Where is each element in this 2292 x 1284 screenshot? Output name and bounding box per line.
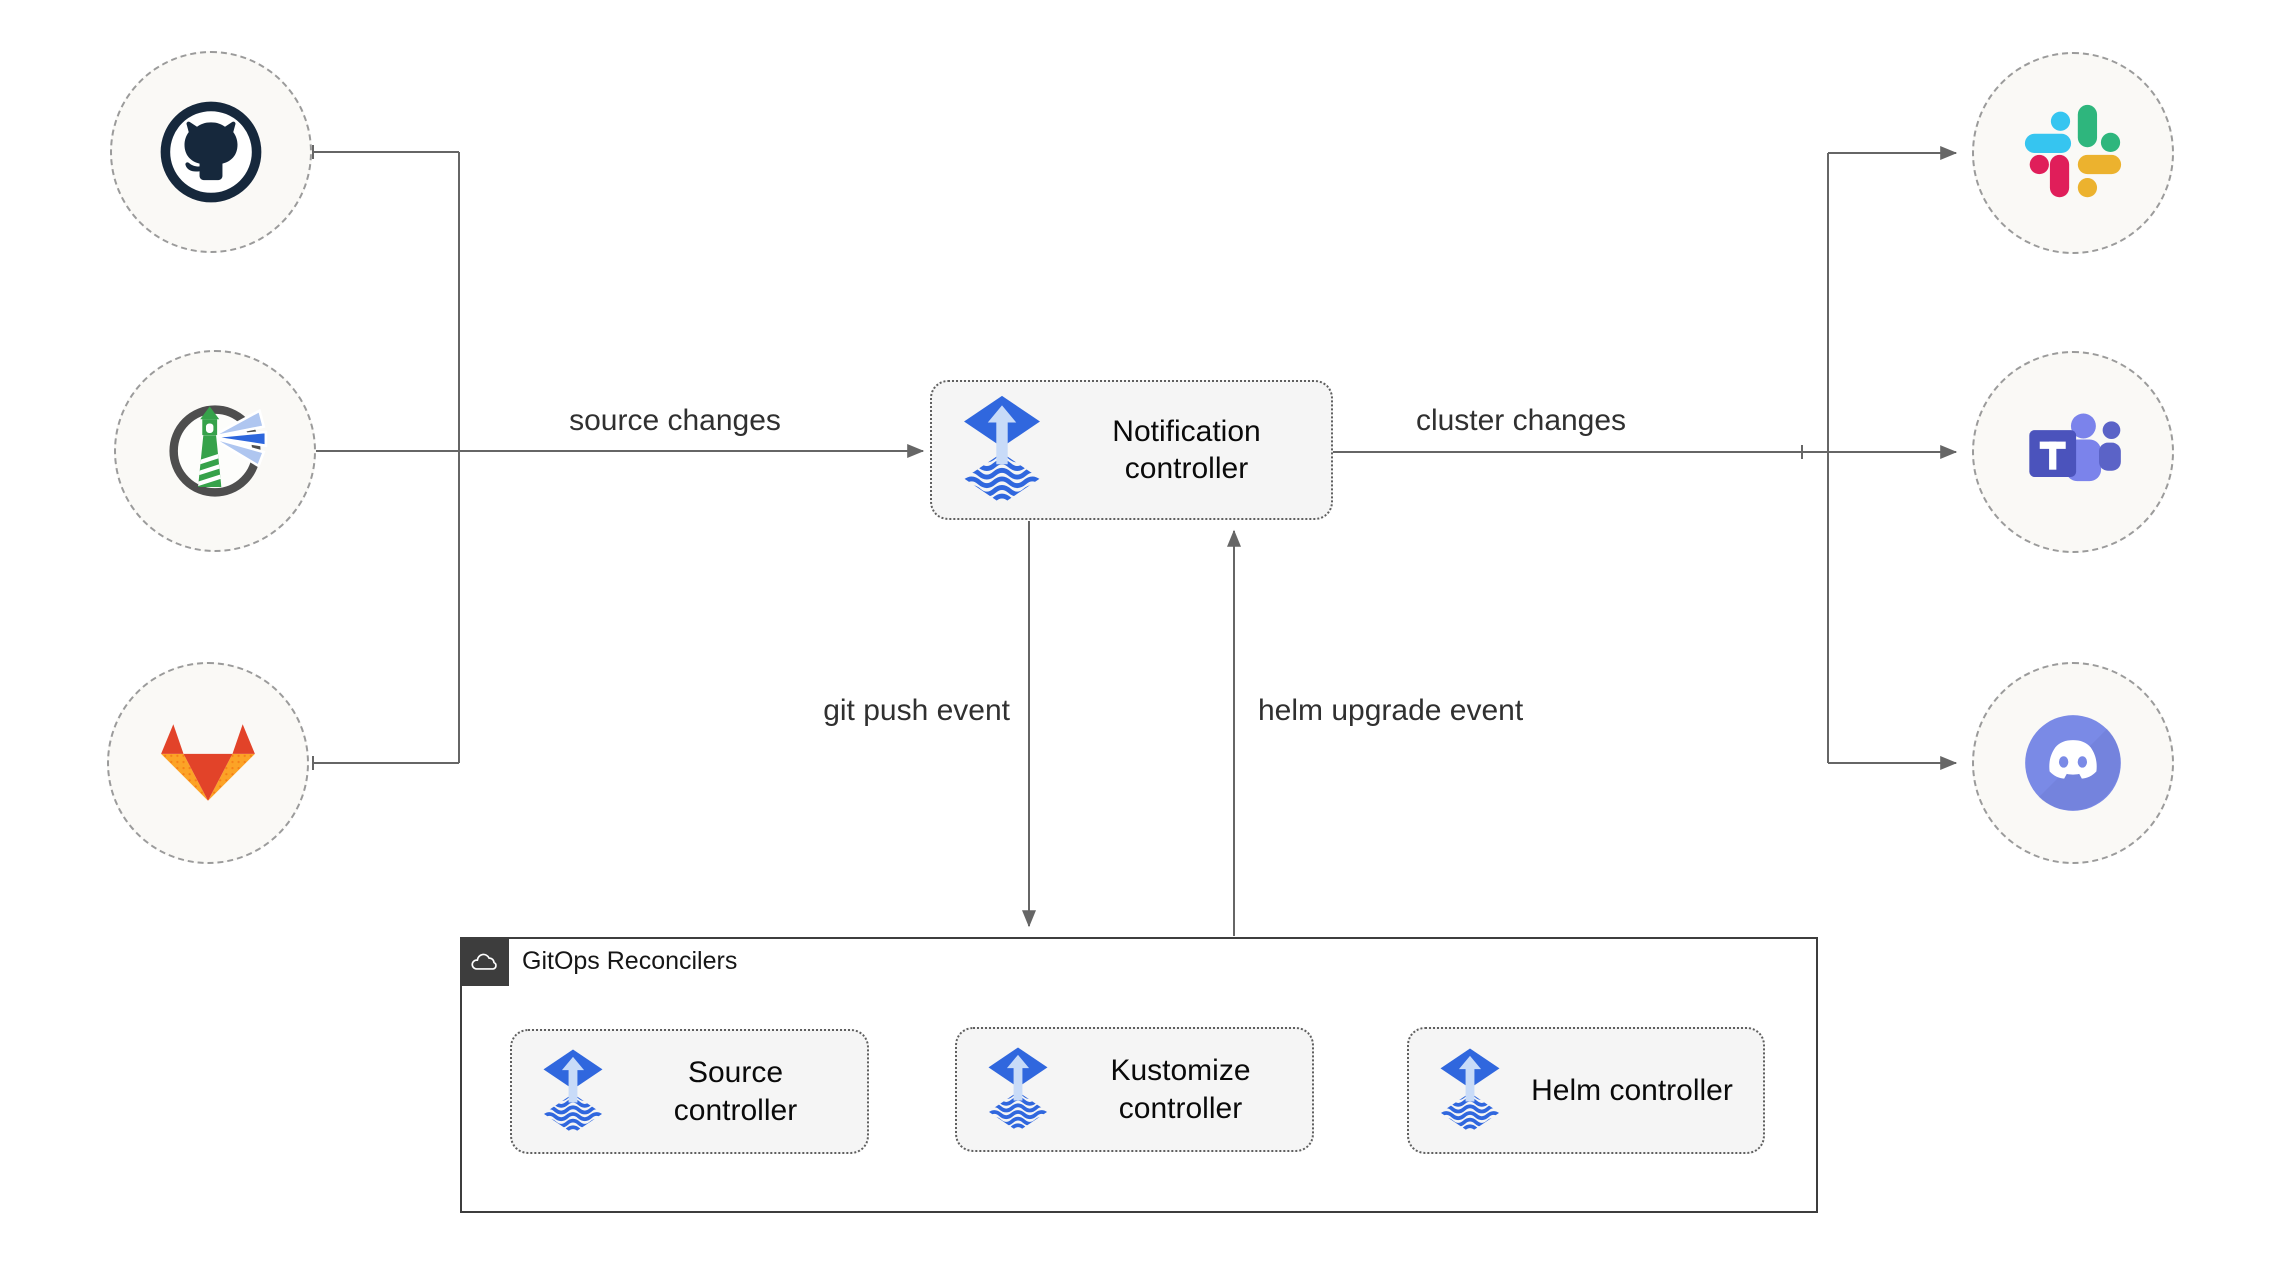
- flux-icon: [988, 1047, 1048, 1132]
- discord-node: [1972, 662, 2174, 864]
- gitops-group-header: [460, 937, 509, 986]
- slack-icon: [2024, 104, 2122, 198]
- edge-label-cluster-changes: cluster changes: [1415, 404, 1627, 437]
- edge-label-helm-upgrade-event: helm upgrade event: [1258, 694, 1524, 727]
- helm-controller-label: Helm controller: [1531, 1073, 1733, 1107]
- edge-label-source-changes: source changes: [569, 404, 781, 437]
- notification-controller-label: Notification controller: [1112, 414, 1261, 485]
- notification-controller-node: Notification controller: [930, 380, 1333, 520]
- flux-icon: [543, 1049, 603, 1134]
- gitlab-icon: [161, 724, 255, 801]
- source-controller-node: Source controller: [510, 1029, 869, 1154]
- github-icon: [160, 101, 262, 203]
- gitops-group-title: GitOps Reconcilers: [522, 947, 738, 975]
- harbor-icon: [169, 405, 268, 497]
- flux-icon: [1440, 1048, 1500, 1133]
- teams-node: [1972, 351, 2174, 553]
- kustomize-controller-label: Kustomize controller: [1110, 1054, 1251, 1125]
- gitops-reconcilers-group: GitOps Reconcilers Source controller: [460, 937, 1818, 1213]
- discord-icon: [2025, 715, 2121, 811]
- source-controller-label: Source controller: [673, 1056, 798, 1127]
- kustomize-controller-node: Kustomize controller: [955, 1027, 1314, 1152]
- gitlab-node: [107, 662, 309, 864]
- slack-node: [1972, 52, 2174, 254]
- edge-label-git-push-event: git push event: [823, 694, 1010, 727]
- microsoft-teams-icon: [2029, 413, 2121, 482]
- cloud-icon: [470, 953, 497, 970]
- flux-icon: [964, 395, 1040, 505]
- github-node: [110, 51, 312, 253]
- harbor-node: [114, 350, 316, 552]
- helm-controller-node: Helm controller: [1407, 1027, 1765, 1154]
